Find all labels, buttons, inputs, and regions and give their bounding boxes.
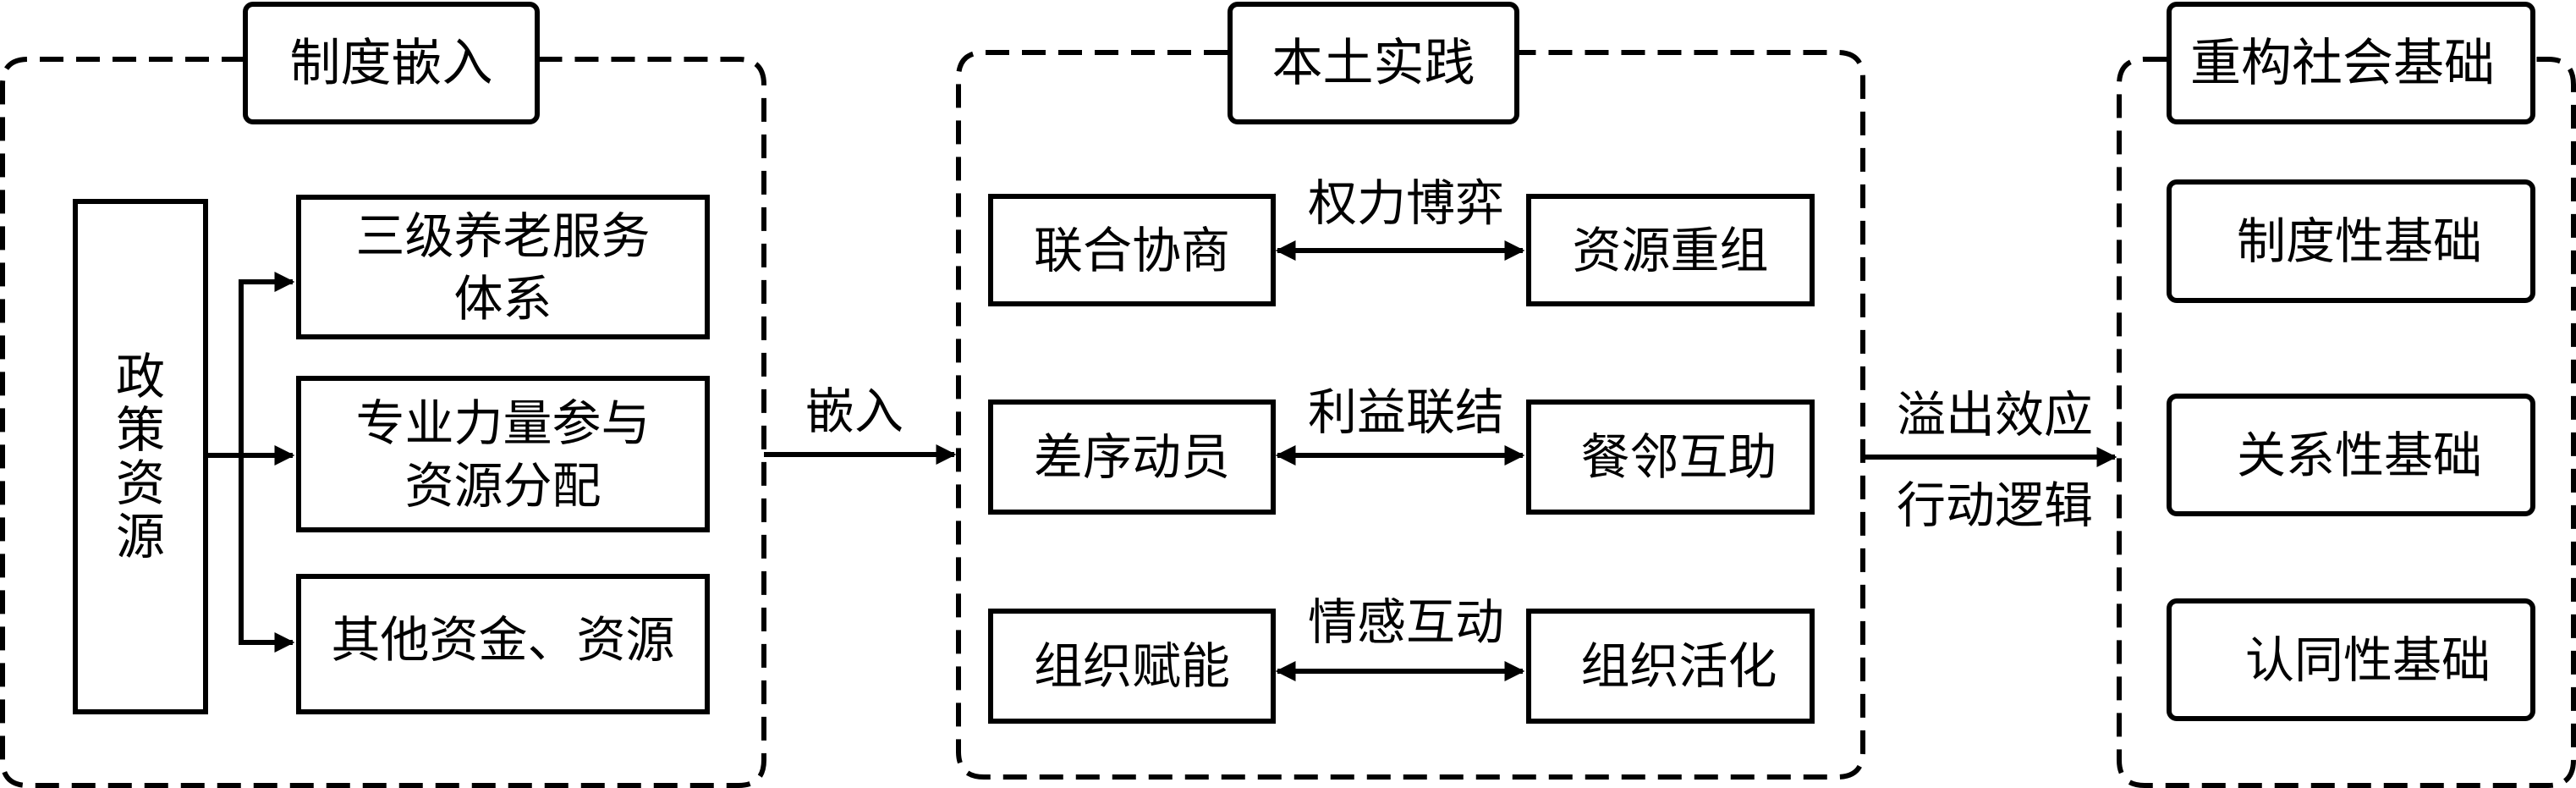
target-label: 三级养老服务 体系	[355, 207, 651, 328]
panel-title-institutional-embedding: 制度嵌入	[243, 2, 540, 124]
relation-label-emotional-interaction: 情感互动	[1307, 593, 1504, 651]
embed-label: 嵌入	[805, 383, 904, 440]
practice-box-organizational-activation: 组织活化	[1526, 609, 1815, 724]
foundation-box-relational: 关系性基础	[2167, 394, 2535, 516]
relation-label-power-game: 权力博弈	[1307, 174, 1504, 232]
target-box-elderly-care-system: 三级养老服务 体系	[296, 195, 710, 339]
panel-border-social-foundation	[2117, 57, 2576, 788]
panel-border-institutional	[0, 57, 766, 788]
panel-border-local-practice	[956, 50, 1865, 780]
practice-box-resource-reorganization: 资源重组	[1526, 194, 1815, 306]
target-label: 专业力量参与 资源分配	[355, 394, 651, 515]
panel-title-text: 制度嵌入	[289, 33, 493, 93]
panel-title-rebuild-social-foundation: 重构社会基础	[2167, 2, 2535, 124]
panel-title-local-practice: 本土实践	[1228, 2, 1519, 124]
spillover-label-bottom: 行动逻辑	[1896, 477, 2093, 534]
relation-label-interest-linkage: 利益联结	[1307, 383, 1504, 441]
foundation-box-identity: 认同性基础	[2167, 598, 2535, 721]
practice-box-joint-consultation: 联合协商	[988, 194, 1276, 306]
target-label: 其他资金、资源	[331, 611, 675, 669]
panel-title-text: 重构社会基础	[2190, 33, 2495, 93]
target-box-other-funds: 其他资金、资源	[296, 574, 710, 714]
policy-resources-label: 政 策 资 源	[115, 347, 165, 565]
panel-title-text: 本土实践	[1272, 33, 1475, 93]
target-box-professional-allocation: 专业力量参与 资源分配	[296, 376, 710, 532]
policy-resources-box: 政 策 资 源	[73, 199, 208, 714]
practice-box-organizational-empowerment: 组织赋能	[988, 609, 1276, 724]
practice-box-differential-mobilization: 差序动员	[988, 400, 1276, 515]
foundation-box-institutional: 制度性基础	[2167, 179, 2535, 303]
spillover-label-top: 溢出效应	[1896, 386, 2093, 444]
practice-box-meal-neighbor-aid: 餐邻互助	[1526, 400, 1815, 515]
